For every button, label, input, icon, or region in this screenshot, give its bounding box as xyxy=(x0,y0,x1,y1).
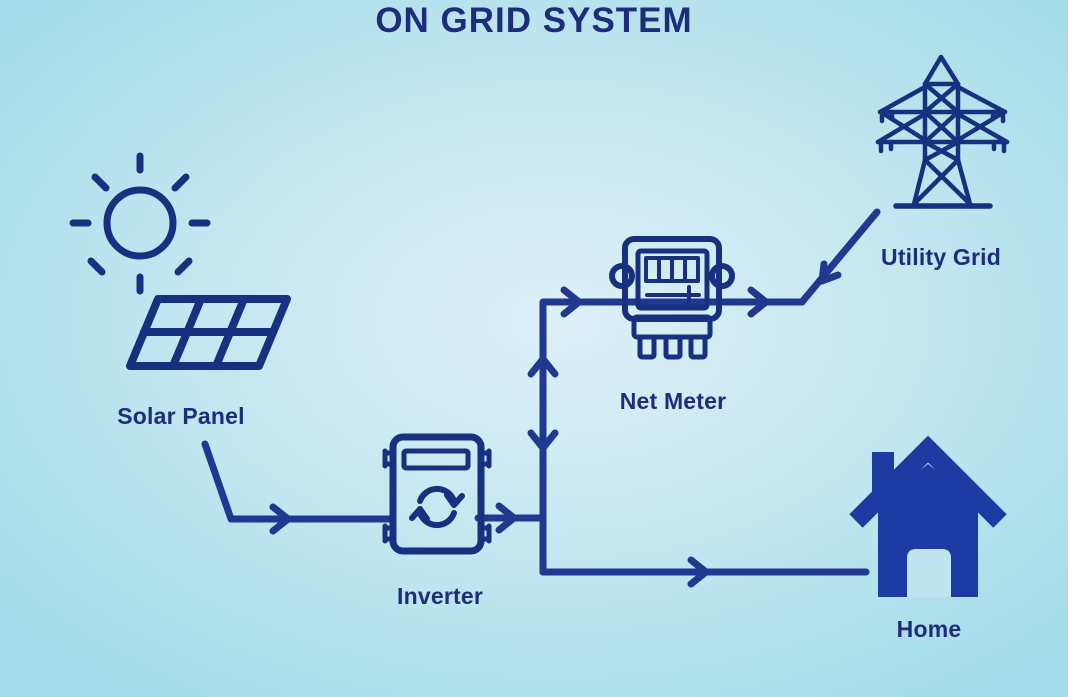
arrow-down-from-meter xyxy=(527,429,559,452)
solar-panel-label: Solar Panel xyxy=(117,403,245,429)
utility-grid-label: Utility Grid xyxy=(881,244,1001,270)
wire-trunk-and-meter-line xyxy=(539,298,806,576)
arrow-right-into-meter xyxy=(560,286,583,318)
flow-arrows xyxy=(269,260,842,588)
arrow-downleft-from-grid xyxy=(818,260,842,285)
wire-to-utility-grid xyxy=(798,208,881,306)
page-title: ON GRID SYSTEM xyxy=(375,1,693,40)
house-door xyxy=(907,549,951,597)
inverter-label: Inverter xyxy=(397,583,483,609)
arrow-up-to-meter xyxy=(527,355,559,378)
home-label: Home xyxy=(896,616,962,642)
net-meter-icon xyxy=(609,236,735,360)
inverter-icon xyxy=(382,433,492,555)
connection-lines xyxy=(201,208,881,576)
wire-panel-to-inverter xyxy=(201,440,395,523)
arrow-right-to-grid xyxy=(747,286,770,318)
net-meter-label: Net Meter xyxy=(619,388,727,414)
arrow-right-inverter-trunk xyxy=(495,502,518,534)
house-icon xyxy=(849,435,1007,597)
sun-icon xyxy=(69,152,211,295)
arrow-right-to-home xyxy=(687,556,710,588)
arrow-right-panel-inverter xyxy=(269,503,292,535)
transmission-tower-icon xyxy=(875,54,1010,209)
solar-panel-icon xyxy=(126,295,291,370)
